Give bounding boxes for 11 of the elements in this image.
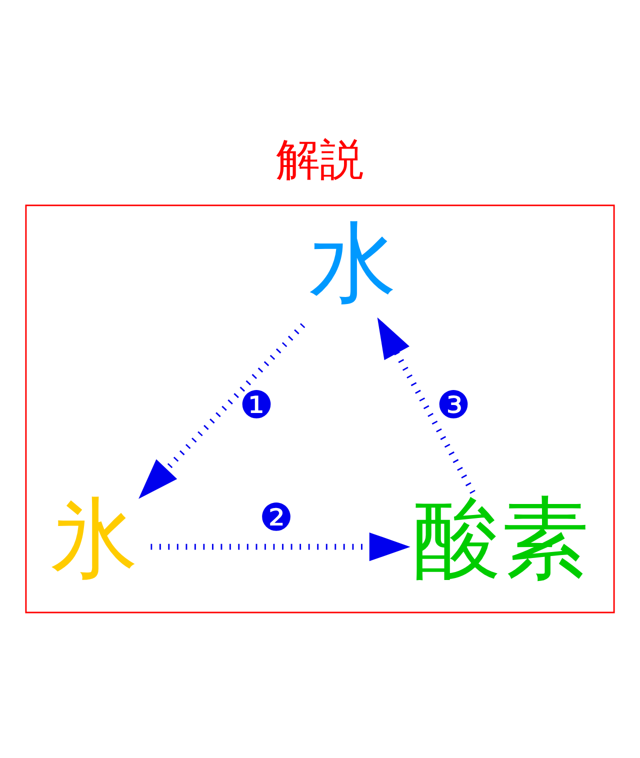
edge-label: ❷ [259, 495, 294, 540]
cluster [25, 204, 615, 614]
node-text: 酸素 [414, 488, 590, 590]
diagram-title: 解説 [276, 134, 364, 186]
node-text: 水 [308, 212, 397, 314]
node-text: 氷 [50, 488, 139, 590]
arrow [150, 532, 410, 562]
arrow [138, 323, 306, 499]
edge-label: ❶ [240, 383, 274, 428]
edge-label: ❸ [436, 383, 471, 428]
arrow [377, 317, 476, 494]
